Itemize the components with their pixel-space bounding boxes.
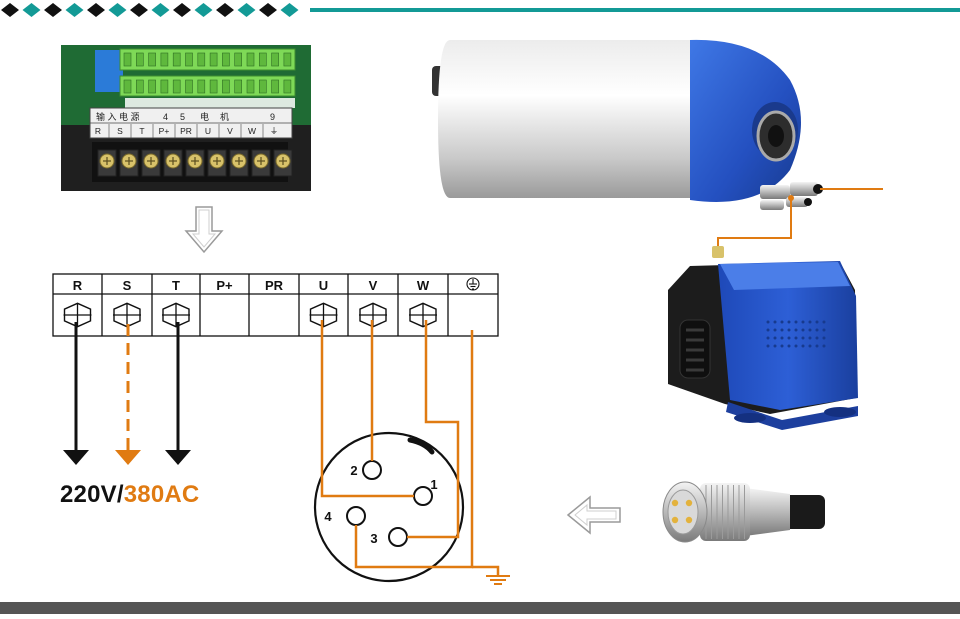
arrow-down-icon [165,450,191,465]
bottom-bar [0,602,960,614]
board-input-label: 输 入 电 源 [96,111,140,122]
terminal-s: S [101,274,141,336]
terminal-label: P+ [216,278,233,293]
arrow-down-icon [63,450,89,465]
header-teal-line [310,8,960,12]
arrow-down-icon [115,450,141,465]
screw-terminal-icon [409,302,437,328]
board-terminal-label: ⏚ [270,126,279,136]
diamond-icon [108,3,127,17]
wire-u-to-pin-1 [320,320,414,498]
terminal-label: R [73,278,83,293]
diamond-icon [44,3,62,17]
pin-2 [362,460,382,480]
pin-3 [388,527,408,547]
connector-key-notch [407,437,435,455]
aviation-plug-photo [662,481,825,543]
terminal-v: V [347,274,387,336]
board-terminal-label: PR [180,126,192,136]
board-terminal-label: T [139,126,144,136]
supply-wires [63,322,191,465]
board-label-motor-1: 电 [200,111,209,122]
green-terminal-pins [123,52,292,94]
water-hose-lines [717,188,883,250]
pump-outlet-nozzle [712,246,724,258]
voltage-primary: 220V/ [60,481,124,508]
voltage-alternate: 380AC [123,481,200,508]
screw-terminal-icon [162,302,190,328]
water-pump-photo [668,246,858,430]
diamond-icon [22,3,41,17]
inverter-board-photo: 输 入 电 源 4 5 电 机 9 R S T P+ PR U V W ⏚ [61,45,311,191]
terminal-p-plus: P+ [199,274,233,336]
relay-component [95,50,123,92]
motor-wires [320,320,500,575]
board-label-5: 5 [180,112,185,122]
plug-pin [671,516,679,524]
diamond-icon [1,3,19,17]
ground-icon [486,575,510,585]
board-terminal-labels: R S T P+ PR U V W ⏚ [95,124,278,138]
screw-terminal-icon [113,302,141,328]
terminal-block: R S T P+ PR U V W [52,273,499,337]
board-terminal-label: W [248,126,256,136]
board-terminal-label: P+ [159,126,170,136]
diamond-icons [1,3,299,17]
pin-label-3: 3 [370,531,377,546]
screw-terminal-icon [309,302,338,328]
board-terminal-label: R [95,126,101,136]
terminal-w: W [397,274,437,336]
voltage-caption: 220V/380AC [60,481,199,509]
terminal-label: PR [265,278,284,293]
board-label-9: 9 [270,112,275,122]
terminal-label: S [123,278,132,293]
diamond-icon [130,3,148,17]
terminal-u: U [298,274,338,336]
pin-1 [413,486,433,506]
diamond-icon [65,3,84,17]
aviation-connector-pinout: 1 2 3 4 [313,431,465,583]
protective-earth-icon [466,277,480,291]
pin-label-4: 4 [324,509,332,524]
terminal-label: W [417,278,430,293]
spindle-motor-photo [432,39,823,210]
pin-4 [346,506,366,526]
board-screw-terminals [97,149,293,177]
diamond-icon [87,3,105,17]
terminal-label: U [319,278,328,293]
board-terminal-label: V [227,126,233,136]
board-terminal-label: U [205,126,211,136]
board-label-4: 4 [163,112,168,122]
pump-grille [686,328,704,372]
terminal-label: T [172,278,180,293]
diamond-icon [280,3,299,17]
header-diamond-row [1,3,960,17]
pin-label-2: 2 [350,463,357,478]
terminal-pr: PR [248,274,284,336]
diamond-icon [237,3,256,17]
diamond-icon [259,3,277,17]
diamond-icon [194,3,213,17]
diamond-icon [151,3,170,17]
plug-pin [685,516,693,524]
wire-to-ground [472,565,500,575]
board-terminal-label: S [117,126,123,136]
wire-w-to-pin-3 [407,320,460,539]
hollow-down-arrow-icon [184,206,224,254]
terminal-t: T [151,274,190,336]
diamond-icon [173,3,191,17]
terminal-label: V [369,278,378,293]
plug-pin [685,499,693,507]
wire-ground-to-pin-4 [354,330,474,569]
pin-label-1: 1 [430,477,437,492]
diamond-icon [216,3,234,17]
plug-pin [671,499,679,507]
pump-vent-dots [766,320,826,348]
board-label-motor-2: 机 [220,111,229,122]
hollow-left-arrow-icon [566,495,621,535]
